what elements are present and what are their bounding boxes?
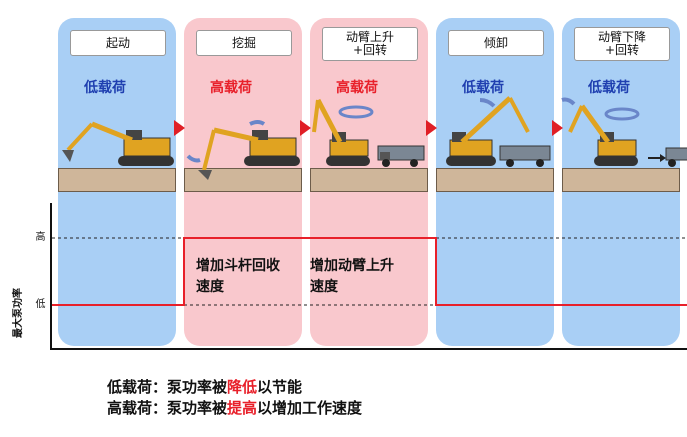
note-high-load: 高载荷：泵功率被提高以增加工作速度 (107, 397, 362, 418)
note-text: 以增加工作速度 (257, 399, 363, 417)
phase-arrow-icon (426, 120, 437, 136)
load-label-dump: 低载荷 (462, 80, 504, 96)
high-desc-boom-up: 增加动臂上升 速度 (310, 256, 394, 298)
desc-line1: 增加斗杆回收 (196, 258, 280, 274)
phase-label-line2: +回转 (352, 43, 388, 57)
load-label-dig: 高载荷 (210, 80, 252, 96)
y-axis-title: 最大泵功率 (13, 288, 24, 338)
dump-truck-icon (377, 145, 425, 167)
ground (562, 168, 680, 192)
phase-label-dump: 倾卸 (448, 30, 544, 56)
dump-truck-icon (499, 145, 551, 167)
pump-power-line (52, 237, 687, 306)
note-text: 以节能 (257, 378, 303, 396)
ground (436, 168, 554, 192)
excavator-icon (312, 98, 374, 166)
phase-arrow-icon (300, 120, 311, 136)
desc-line2: 速度 (196, 279, 224, 295)
excavator-icon (62, 121, 174, 166)
note-emphasis: 降低 (227, 378, 258, 396)
phase-label-boom-up: 动臂上升 +回转 (322, 27, 418, 61)
note-low-load: 低载荷：泵功率被降低以节能 (107, 376, 302, 397)
phase-arrow-icon (552, 120, 563, 136)
desc-line1: 增加动臂上升 (310, 258, 394, 274)
load-label-boom-up: 高载荷 (336, 80, 378, 96)
dump-truck-icon (648, 147, 687, 167)
note-text: 低载荷：泵功率被 (107, 378, 228, 396)
ground (58, 168, 176, 192)
phase-label-line1: 动臂上升 (345, 30, 394, 44)
note-emphasis: 提高 (227, 399, 258, 417)
high-desc-dig: 增加斗杆回收 速度 (196, 256, 280, 298)
load-label-start: 低载荷 (84, 80, 126, 96)
y-low-label: 低 (33, 298, 44, 308)
phase-label-line2: +回转 (604, 43, 640, 57)
y-high-label: 高 (33, 231, 44, 241)
phase-label-dig: 挖掘 (196, 30, 292, 56)
phase-label-line1: 动臂下降 (597, 30, 646, 44)
phase-arrow-icon (174, 120, 185, 136)
phase-label-boom-down: 动臂下降 +回转 (574, 27, 670, 61)
ground (310, 168, 428, 192)
phase-label-start: 起动 (70, 30, 166, 56)
note-text: 高载荷：泵功率被 (107, 399, 228, 417)
excavator-icon (446, 96, 530, 166)
desc-line2: 速度 (310, 279, 338, 295)
excavator-icon (186, 120, 300, 180)
excavator-icon (561, 97, 640, 166)
load-label-boom-down: 低载荷 (588, 80, 630, 96)
